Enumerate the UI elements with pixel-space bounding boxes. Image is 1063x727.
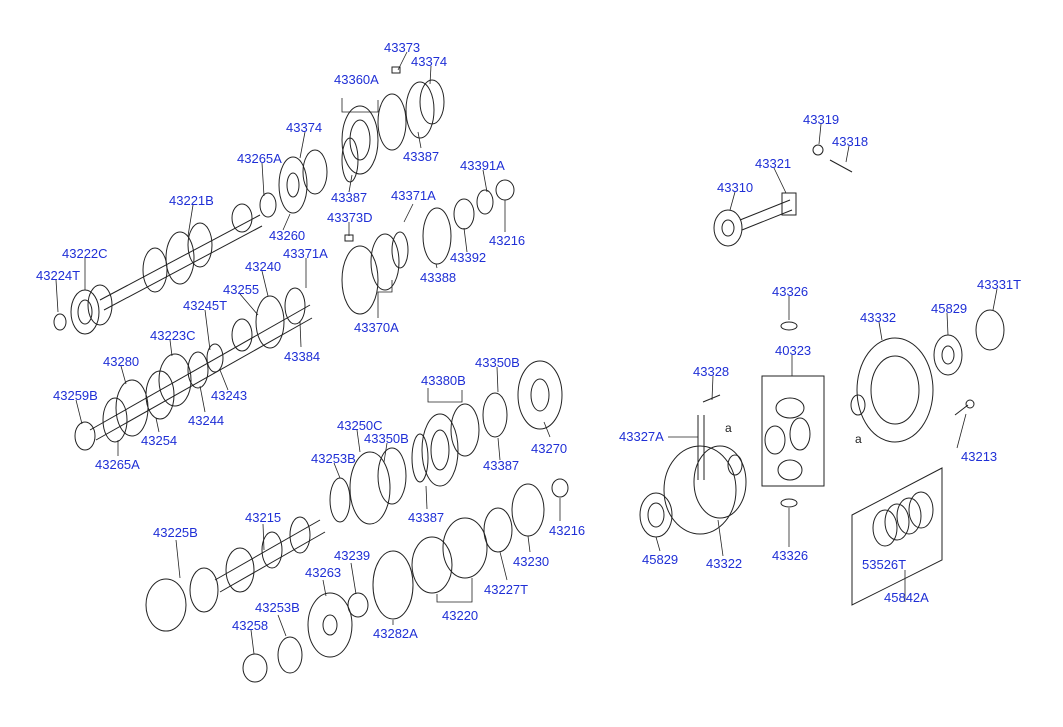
- part-label-43391a[interactable]: 43391A: [460, 158, 505, 173]
- speedometer-assembly: [713, 144, 853, 247]
- part-label-43388[interactable]: 43388: [420, 270, 456, 285]
- part-label-43321[interactable]: 43321: [755, 156, 791, 171]
- part-label-43392[interactable]: 43392: [450, 250, 486, 265]
- part-label-43243[interactable]: 43243: [211, 388, 247, 403]
- part-label-45842a[interactable]: 45842A: [884, 590, 929, 605]
- part-label-43327a[interactable]: 43327A: [619, 429, 664, 444]
- part-label-43280[interactable]: 43280: [103, 354, 139, 369]
- part-label-43326-top[interactable]: 43326: [772, 284, 808, 299]
- part-label-43221b[interactable]: 43221B: [169, 193, 214, 208]
- part-label-43223c[interactable]: 43223C: [150, 328, 196, 343]
- part-label-43230[interactable]: 43230: [513, 554, 549, 569]
- part-label-43360a[interactable]: 43360A: [334, 72, 379, 87]
- part-label-43239[interactable]: 43239: [334, 548, 370, 563]
- part-labels: 43373 43374 43360A 43374 43387 43265A 43…: [36, 40, 1021, 641]
- part-label-43255[interactable]: 43255: [223, 282, 259, 297]
- part-label-43371a-b[interactable]: 43371A: [283, 246, 328, 261]
- part-label-43318[interactable]: 43318: [832, 134, 868, 149]
- part-label-43222c[interactable]: 43222C: [62, 246, 108, 261]
- lower-synchro-group: [411, 360, 563, 487]
- part-label-43387-b[interactable]: 43387: [331, 190, 367, 205]
- part-label-43260[interactable]: 43260: [269, 228, 305, 243]
- reference-marker-a-ring: a: [855, 432, 862, 446]
- shim-kit: [851, 467, 943, 606]
- output-shaft: [145, 447, 407, 632]
- part-label-43387-c[interactable]: 43387: [483, 458, 519, 473]
- part-label-43216-upper[interactable]: 43216: [489, 233, 525, 248]
- part-label-43215[interactable]: 43215: [245, 510, 281, 525]
- part-label-43259b[interactable]: 43259B: [53, 388, 98, 403]
- middle-upper-group: [341, 179, 515, 315]
- part-label-43332[interactable]: 43332: [860, 310, 896, 325]
- part-label-43370a[interactable]: 43370A: [354, 320, 399, 335]
- part-label-43254[interactable]: 43254: [141, 433, 177, 448]
- part-label-43373[interactable]: 43373: [384, 40, 420, 55]
- part-label-43265a-lower[interactable]: 43265A: [95, 457, 140, 472]
- part-label-43374[interactable]: 43374: [286, 120, 322, 135]
- input-shaft: [53, 149, 328, 335]
- part-label-43387-d[interactable]: 43387: [408, 510, 444, 525]
- part-label-43350b-b[interactable]: 43350B: [364, 431, 409, 446]
- part-label-43240[interactable]: 43240: [245, 259, 281, 274]
- upper-synchro-group: [341, 66, 445, 183]
- part-label-43373d[interactable]: 43373D: [327, 210, 373, 225]
- part-label-43374-top[interactable]: 43374: [411, 54, 447, 69]
- part-label-43331t[interactable]: 43331T: [977, 277, 1021, 292]
- ring-gear-assembly: [850, 309, 1005, 443]
- part-label-43384[interactable]: 43384: [284, 349, 320, 364]
- part-label-43250c[interactable]: 43250C: [337, 418, 383, 433]
- leader-lines: [55, 51, 998, 655]
- part-label-43225b[interactable]: 43225B: [153, 525, 198, 540]
- part-label-43326-bottom[interactable]: 43326: [772, 548, 808, 563]
- part-label-43213[interactable]: 43213: [961, 449, 997, 464]
- differential-assembly: [639, 321, 825, 538]
- part-label-43220[interactable]: 43220: [442, 608, 478, 623]
- part-label-43227t[interactable]: 43227T: [484, 582, 528, 597]
- part-label-45829-top[interactable]: 45829: [931, 301, 967, 316]
- part-label-43216-lower[interactable]: 43216: [549, 523, 585, 538]
- part-label-43282a[interactable]: 43282A: [373, 626, 418, 641]
- part-label-43245t[interactable]: 43245T: [183, 298, 227, 313]
- part-label-43328[interactable]: 43328: [693, 364, 729, 379]
- part-label-43263[interactable]: 43263: [305, 565, 341, 580]
- part-label-43387-a[interactable]: 43387: [403, 149, 439, 164]
- reference-marker-a-diff: a: [725, 421, 732, 435]
- part-label-43322[interactable]: 43322: [706, 556, 742, 571]
- part-label-43253b-b[interactable]: 43253B: [255, 600, 300, 615]
- part-label-43258[interactable]: 43258: [232, 618, 268, 633]
- part-label-43253b-a[interactable]: 43253B: [311, 451, 356, 466]
- part-label-43270[interactable]: 43270: [531, 441, 567, 456]
- part-label-43244[interactable]: 43244: [188, 413, 224, 428]
- parts-layer: [53, 66, 1005, 683]
- part-label-43319[interactable]: 43319: [803, 112, 839, 127]
- part-label-40323[interactable]: 40323: [775, 343, 811, 358]
- part-label-43371a-a[interactable]: 43371A: [391, 188, 436, 203]
- part-label-43310[interactable]: 43310: [717, 180, 753, 195]
- part-label-43224t[interactable]: 43224T: [36, 268, 80, 283]
- part-label-43265a-upper[interactable]: 43265A: [237, 151, 282, 166]
- part-label-43350b-a[interactable]: 43350B: [475, 355, 520, 370]
- input-lower-stack: [74, 287, 313, 451]
- part-label-53526t[interactable]: 53526T: [862, 557, 906, 572]
- lower-small-parts: [242, 478, 569, 683]
- part-label-43380b[interactable]: 43380B: [421, 373, 466, 388]
- part-label-45829-bottom[interactable]: 45829: [642, 552, 678, 567]
